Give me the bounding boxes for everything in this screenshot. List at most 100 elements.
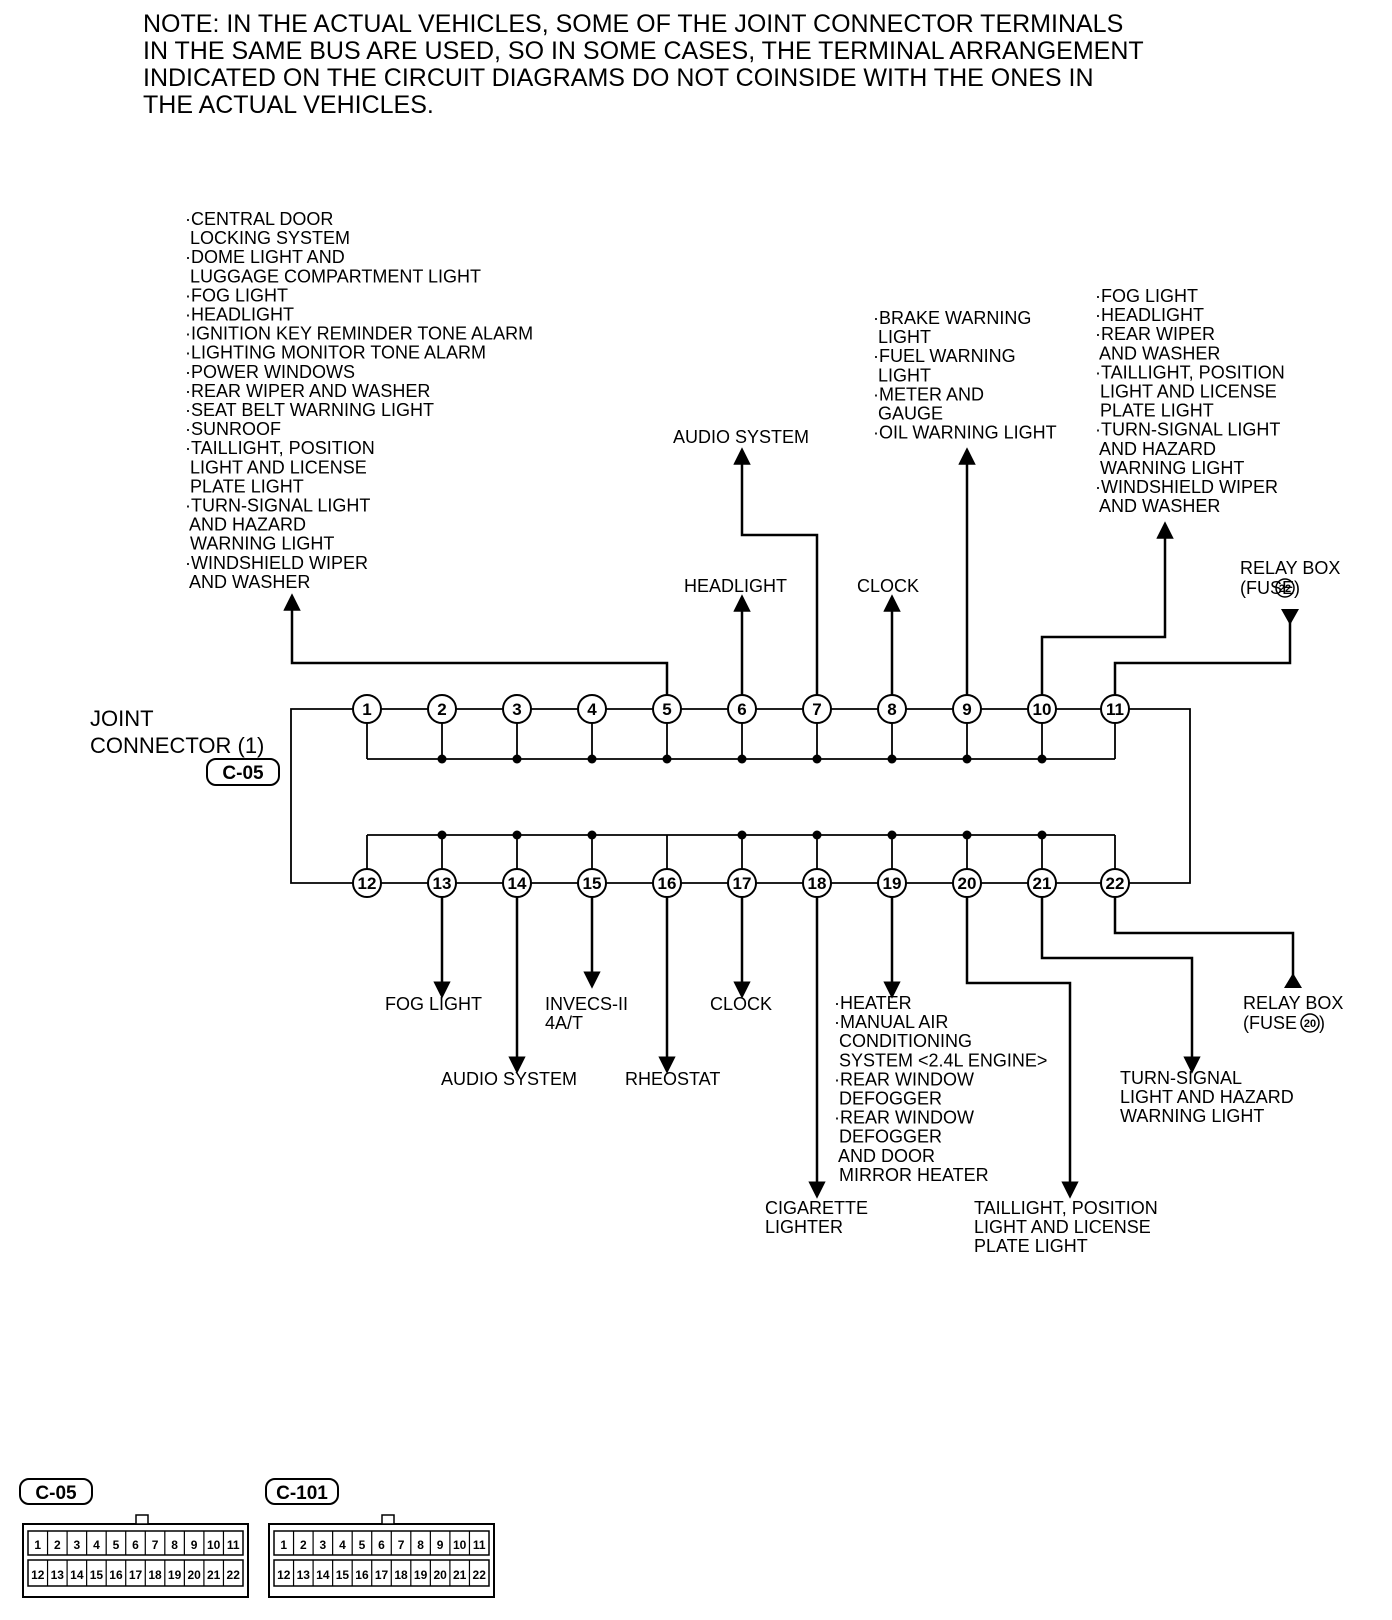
svg-text:15: 15 — [583, 874, 602, 893]
pin-20: 20 — [952, 868, 982, 898]
label-pin5: ·CENTRAL DOOR LOCKING SYSTEM·DOME LIGHT … — [185, 209, 533, 592]
label-line: ·CENTRAL DOOR — [185, 209, 333, 229]
label-line: WARNING LIGHT — [1095, 458, 1244, 478]
note-line-4: THE ACTUAL VEHICLES. — [143, 91, 434, 119]
wire-pin20 — [965, 897, 1079, 1199]
label-line: ·BRAKE WARNING — [873, 308, 1031, 328]
label-line: ·REAR WINDOW — [834, 1108, 974, 1128]
svg-text:18: 18 — [808, 874, 827, 893]
connector-view-code: C-101 — [276, 1483, 328, 1504]
note-line-1: NOTE: IN THE ACTUAL VEHICLES, SOME OF TH… — [143, 10, 1123, 38]
label-pin14: AUDIO SYSTEM — [441, 1069, 577, 1089]
label-line: AND WASHER — [185, 572, 310, 592]
connector-view-cell: 3 — [320, 1538, 327, 1552]
label-pin22-fuse-suffix: ) — [1319, 1013, 1325, 1033]
label-line: ·TAILLIGHT, POSITION — [1095, 362, 1285, 382]
label-pin11: RELAY BOX (FUSE 22 ) — [1240, 558, 1340, 598]
label-line: ·REAR WIPER — [1095, 324, 1215, 344]
pin-5: 5 — [652, 694, 682, 724]
connector-view-cell: 22 — [227, 1568, 241, 1582]
label-line: ·SUNROOF — [185, 419, 281, 439]
svg-text:22: 22 — [1106, 874, 1125, 893]
label-line: ·TURN-SIGNAL LIGHT — [1095, 420, 1280, 440]
label-pin17: CLOCK — [710, 994, 772, 1014]
label-line: ·OIL WARNING LIGHT — [873, 423, 1057, 443]
connector-view-bottom-row — [273, 1559, 490, 1587]
label-pin11-fuse-num: 22 — [1279, 583, 1291, 595]
label-line: LOCKING SYSTEM — [185, 228, 350, 248]
label-line: ·FUEL WARNING — [873, 346, 1016, 366]
svg-text:16: 16 — [658, 874, 677, 893]
connector-view-cell: 14 — [316, 1568, 330, 1582]
label-line: ·LIGHTING MONITOR TONE ALARM — [185, 343, 486, 363]
pin-1: 1 — [352, 694, 382, 724]
connector-view-cell: 19 — [414, 1568, 428, 1582]
label-pin13: FOG LIGHT — [385, 994, 482, 1014]
label-pin22: RELAY BOX (FUSE 20 ) — [1243, 993, 1343, 1033]
label-line: FOG LIGHT — [385, 994, 482, 1014]
label-line: CONDITIONING — [834, 1031, 972, 1051]
pin-13: 13 — [427, 868, 457, 898]
pin-18: 18 — [802, 868, 832, 898]
connector-view-cell: 21 — [453, 1568, 467, 1582]
connector-view-cell: 6 — [378, 1538, 385, 1552]
svg-text:3: 3 — [512, 700, 521, 719]
label-line: LIGHT AND LICENSE — [974, 1217, 1151, 1237]
pin-4: 4 — [577, 694, 607, 724]
connector-view-cell: 16 — [355, 1568, 369, 1582]
wire-pin21 — [1040, 897, 1201, 1074]
connector-view-bottom-row — [27, 1559, 244, 1587]
label-pin10: ·FOG LIGHT·HEADLIGHT·REAR WIPER AND WASH… — [1095, 286, 1285, 516]
svg-text:9: 9 — [962, 700, 971, 719]
label-pin11-line1: RELAY BOX — [1240, 558, 1340, 578]
note-line-3: INDICATED ON THE CIRCUIT DIAGRAMS DO NOT… — [143, 64, 1094, 92]
pin-3: 3 — [502, 694, 532, 724]
label-line: MIRROR HEATER — [834, 1165, 989, 1185]
bottom-bus — [366, 830, 1116, 869]
top-pins: 1 2 3 4 5 6 7 8 9 10 11 — [352, 694, 1130, 724]
top-bus — [366, 723, 1116, 764]
connector-view-cell: 15 — [90, 1568, 104, 1582]
fuse-20-circle — [1300, 1013, 1320, 1033]
pin-21: 21 — [1027, 868, 1057, 898]
label-line: AUDIO SYSTEM — [441, 1069, 577, 1089]
label-pin7: AUDIO SYSTEM — [673, 427, 809, 447]
connector-view-cell: 13 — [51, 1568, 65, 1582]
connector-code-frame — [206, 758, 280, 786]
svg-text:17: 17 — [733, 874, 752, 893]
label-line: DEFOGGER — [834, 1127, 942, 1147]
label-pin9: ·BRAKE WARNING LIGHT·FUEL WARNING LIGHT·… — [873, 308, 1057, 443]
label-line: ·REAR WINDOW — [834, 1069, 974, 1089]
label-pin22-line1: RELAY BOX — [1243, 993, 1343, 1013]
label-line: LUGGAGE COMPARTMENT LIGHT — [185, 266, 481, 286]
label-line: LIGHT AND HAZARD — [1120, 1087, 1294, 1107]
connector-title: JOINT CONNECTOR (1) C-05 — [90, 706, 280, 786]
label-line: ·IGNITION KEY REMINDER TONE ALARM — [185, 324, 533, 344]
connector-title-line-2: CONNECTOR (1) — [90, 733, 264, 758]
svg-text:2: 2 — [437, 700, 446, 719]
pin-16: 16 — [652, 868, 682, 898]
pin-17: 17 — [727, 868, 757, 898]
connector-view-cell: 11 — [227, 1538, 240, 1552]
svg-text:4: 4 — [587, 700, 597, 719]
pin-14: 14 — [502, 868, 532, 898]
svg-text:6: 6 — [737, 700, 746, 719]
fuse-22-circle — [1275, 578, 1295, 598]
connector-view-cell: 20 — [187, 1568, 201, 1582]
label-line: WARNING LIGHT — [1120, 1106, 1264, 1126]
pin-19: 19 — [877, 868, 907, 898]
connector-view-cell: 6 — [132, 1538, 139, 1552]
label-line: AUDIO SYSTEM — [673, 427, 809, 447]
label-pin11-fuse-suffix: ) — [1294, 578, 1300, 598]
pin-22: 22 — [1100, 868, 1130, 898]
label-line: ·SEAT BELT WARNING LIGHT — [185, 400, 434, 420]
pin-9: 9 — [952, 694, 982, 724]
connector-view-cell: 17 — [129, 1568, 143, 1582]
wire-pin11 — [1113, 613, 1292, 695]
label-line: AND HAZARD — [185, 515, 306, 535]
connector-title-line-1: JOINT — [90, 706, 154, 731]
label-line: AND DOOR — [834, 1146, 935, 1166]
label-line: CLOCK — [857, 576, 919, 596]
